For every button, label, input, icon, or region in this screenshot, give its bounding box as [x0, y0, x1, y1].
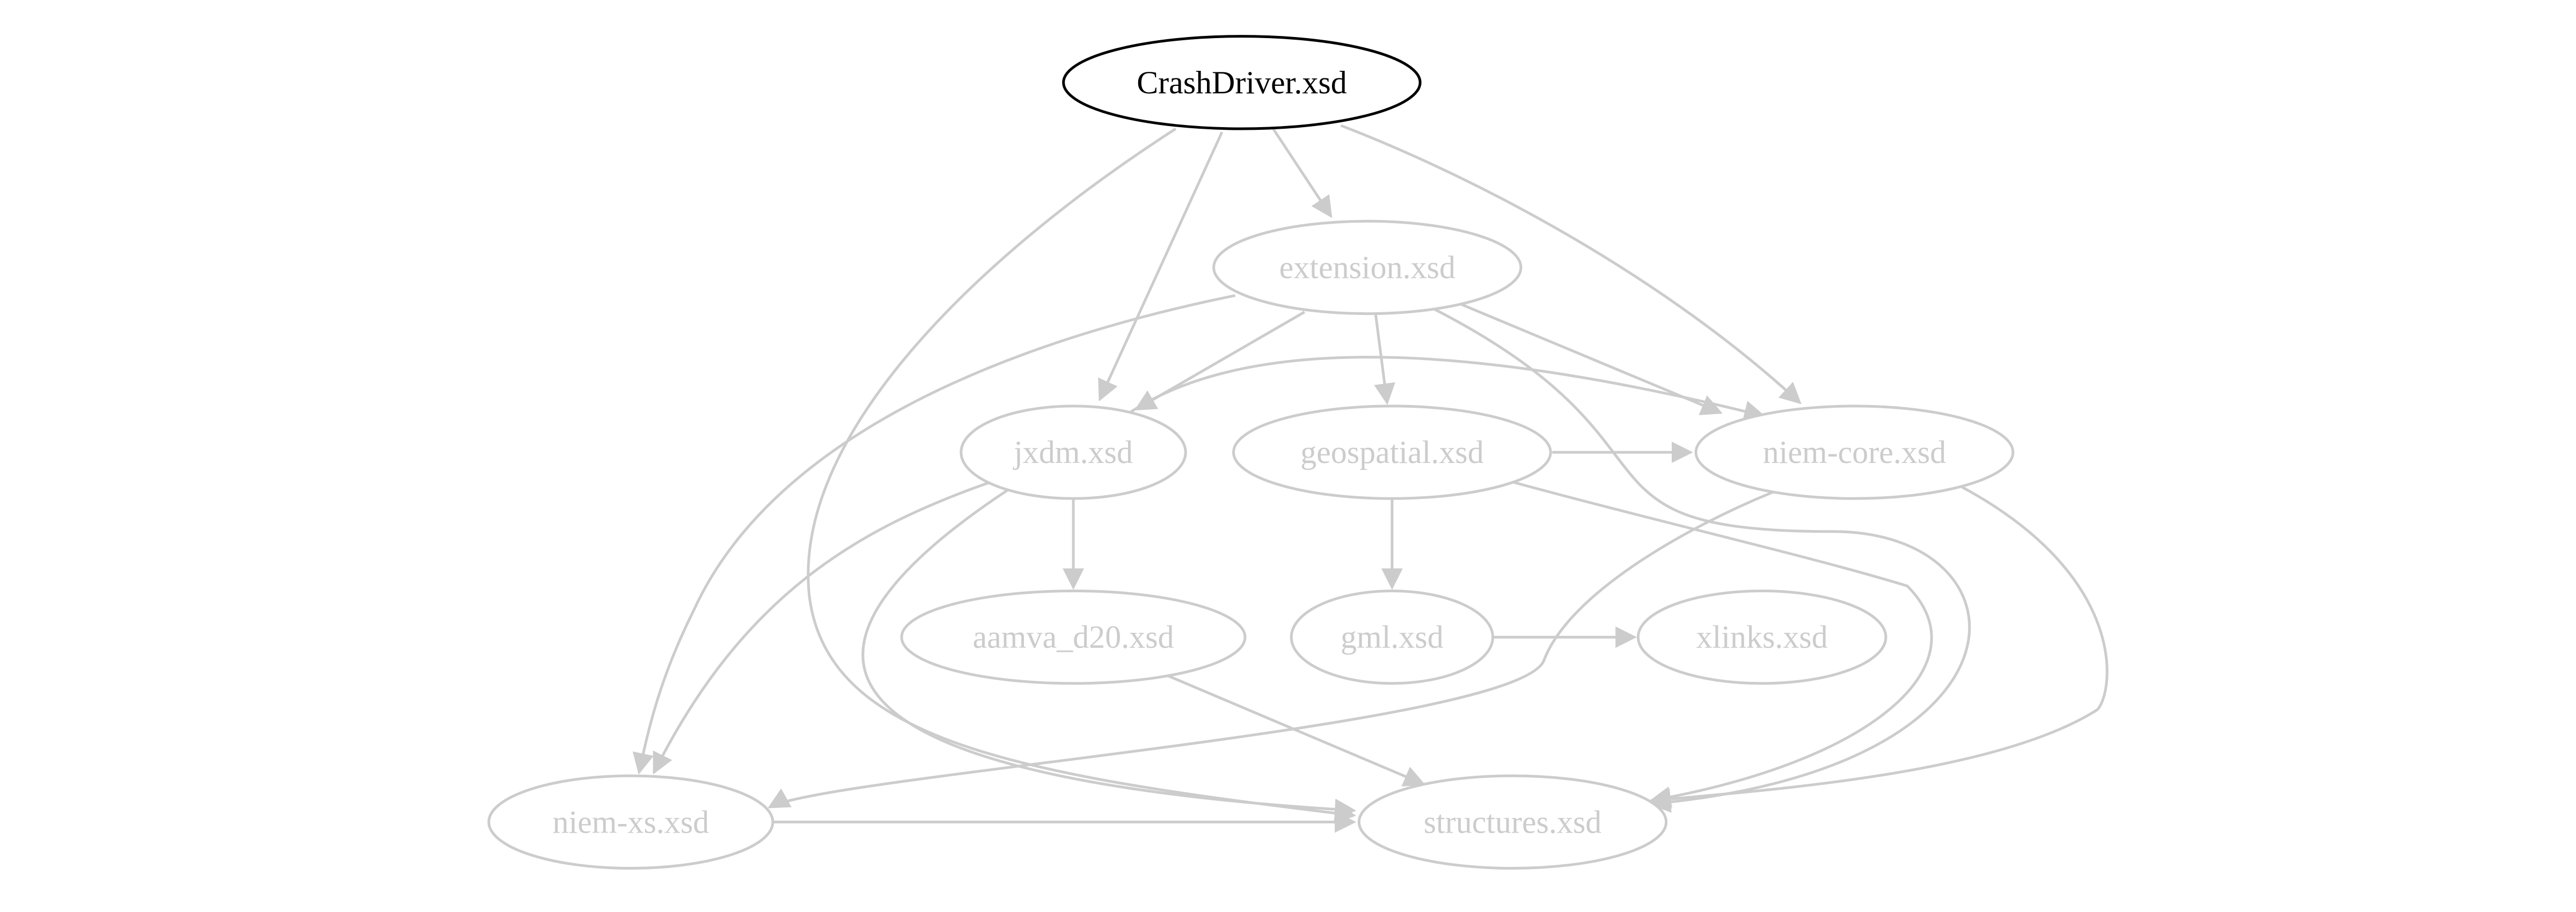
node-ellipse — [487, 774, 774, 870]
node-structures[interactable]: structures.xsd — [1357, 774, 1668, 870]
node-ellipse — [1062, 35, 1422, 130]
node-label: niem-core.xsd — [1763, 435, 1946, 470]
node-label: structures.xsd — [1424, 804, 1602, 840]
edge-jxdm-to-niem-core — [1129, 356, 1766, 422]
edge-niem-core-to-niem-xs — [767, 490, 1774, 808]
node-ellipse — [1636, 590, 1887, 685]
edge-jxdm-to-niem-xs — [653, 481, 992, 775]
node-crashdriver[interactable]: CrashDriver.xsd — [1062, 35, 1422, 130]
node-ellipse — [1232, 404, 1552, 500]
node-label: gml.xsd — [1341, 620, 1444, 655]
edge-jxdm-to-structures — [861, 489, 1357, 820]
node-gml[interactable]: gml.xsd — [1290, 590, 1495, 685]
edge-extension-to-structures — [1432, 307, 1971, 813]
node-extension[interactable]: extension.xsd — [1212, 219, 1523, 315]
node-niem-xs[interactable]: niem-xs.xsd — [487, 774, 774, 870]
edge-crashdriver-to-jxdm — [1098, 131, 1224, 402]
node-xlinks[interactable]: xlinks.xsd — [1636, 590, 1887, 685]
node-label: xlinks.xsd — [1696, 620, 1828, 655]
node-label: extension.xsd — [1279, 250, 1455, 285]
node-label: niem-xs.xsd — [553, 804, 709, 840]
node-jxdm[interactable]: jxdm.xsd — [960, 404, 1187, 500]
node-geospatial[interactable]: geospatial.xsd — [1232, 404, 1552, 500]
node-ellipse — [1212, 219, 1523, 315]
node-ellipse — [960, 404, 1187, 500]
edge-geospatial-to-structures — [1512, 481, 1933, 808]
node-label: geospatial.xsd — [1300, 435, 1484, 470]
node-aamva-d20[interactable]: aamva_d20.xsd — [900, 590, 1247, 685]
nodes-layer: CrashDriver.xsd extension.xsd jxdm.xsd geos… — [487, 35, 2015, 870]
edges-layer — [632, 124, 2109, 833]
edge-extension-to-niem-xs — [632, 294, 1236, 775]
node-label: aamva_d20.xsd — [973, 620, 1174, 655]
edge-niem-core-to-structures — [1649, 486, 2109, 810]
edge-crashdriver-to-niem-core — [1340, 124, 1802, 404]
node-niem-core[interactable]: niem-core.xsd — [1694, 404, 2015, 500]
node-ellipse — [1357, 774, 1668, 870]
node-label: CrashDriver.xsd — [1137, 65, 1347, 100]
node-ellipse — [1694, 404, 2015, 500]
node-label: jxdm.xsd — [1013, 435, 1133, 470]
edge-crashdriver-to-extension — [1272, 128, 1333, 218]
node-ellipse — [900, 590, 1247, 685]
edge-crashdriver-to-structures — [807, 127, 1357, 824]
node-ellipse — [1290, 590, 1495, 685]
edge-aamva-d20-to-structures — [1162, 672, 1426, 786]
